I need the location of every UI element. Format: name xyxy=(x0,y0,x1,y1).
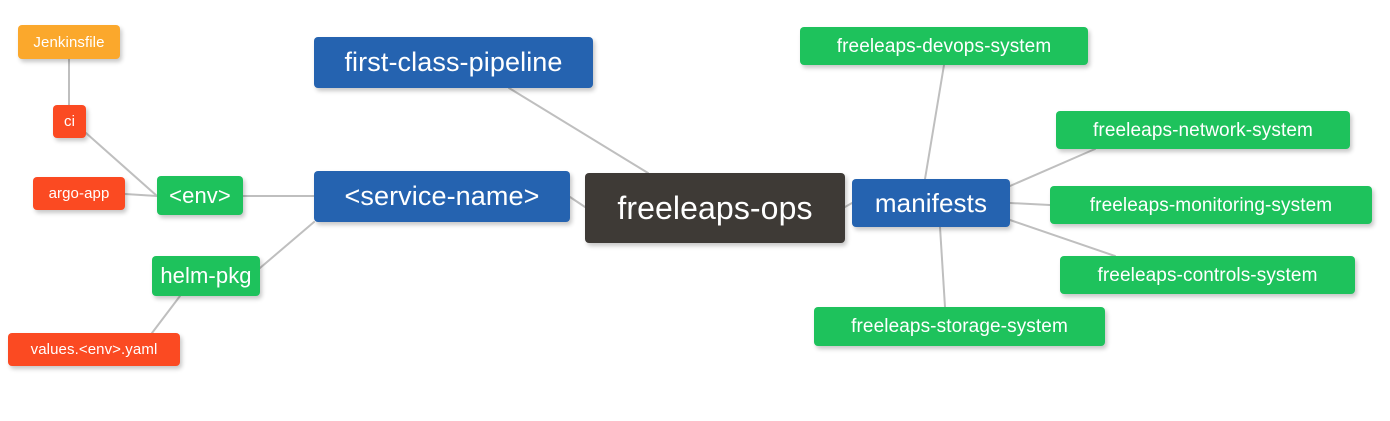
mindmap-node-label: ci xyxy=(63,113,76,130)
mindmap-node-service-name[interactable]: <service-name> xyxy=(314,171,570,222)
edge-manifests-to-freeleaps-monitoring-system xyxy=(1009,202,1051,206)
mindmap-node-freeleaps-network-system[interactable]: freeleaps-network-system xyxy=(1056,111,1350,149)
edge-helm-pkg-to-values-yaml xyxy=(151,295,181,334)
mindmap-node-argo-app[interactable]: argo-app xyxy=(33,177,125,210)
mindmap-node-freeleaps-ops[interactable]: freeleaps-ops xyxy=(585,173,845,243)
edge-argo-app-to-env xyxy=(124,193,158,197)
mindmap-node-jenkinsfile[interactable]: Jenkinsfile xyxy=(18,25,120,59)
mindmap-node-label: freeleaps-storage-system xyxy=(851,316,1068,337)
mindmap-node-label: freeleaps-devops-system xyxy=(836,35,1052,57)
mindmap-node-values-yaml[interactable]: values.<env>.yaml xyxy=(8,333,180,366)
mindmap-node-label: freeleaps-ops xyxy=(617,190,813,226)
mindmap-node-label: manifests xyxy=(874,188,988,218)
edge-ci-to-env xyxy=(85,132,158,197)
mindmap-node-helm-pkg[interactable]: helm-pkg xyxy=(152,256,260,296)
mindmap-node-label: values.<env>.yaml xyxy=(30,341,158,358)
mindmap-node-freeleaps-monitoring-system[interactable]: freeleaps-monitoring-system xyxy=(1050,186,1372,224)
mindmap-node-freeleaps-devops-system[interactable]: freeleaps-devops-system xyxy=(800,27,1088,65)
mindmap-node-label: <env> xyxy=(169,182,231,208)
mindmap-node-label: argo-app xyxy=(48,185,110,202)
mindmap-node-freeleaps-controls-system[interactable]: freeleaps-controls-system xyxy=(1060,256,1355,294)
edge-manifests-to-freeleaps-controls-system xyxy=(1009,219,1116,257)
mindmap-node-label: freeleaps-monitoring-system xyxy=(1089,194,1333,216)
mindmap-node-ci[interactable]: ci xyxy=(53,105,86,138)
mindmap-node-env[interactable]: <env> xyxy=(157,176,243,215)
edge-first-class-pipeline-to-freeleaps-ops xyxy=(508,87,649,174)
mindmap-node-label: first-class-pipeline xyxy=(344,47,563,77)
mindmap-node-label: freeleaps-network-system xyxy=(1093,119,1313,141)
edge-manifests-to-freeleaps-storage-system xyxy=(939,226,946,308)
mindmap-node-first-class-pipeline[interactable]: first-class-pipeline xyxy=(314,37,593,88)
edge-service-name-to-freeleaps-ops xyxy=(569,196,586,208)
mindmap-node-label: helm-pkg xyxy=(160,263,252,288)
edge-manifests-to-freeleaps-network-system xyxy=(1009,148,1096,187)
mindmap-node-label: <service-name> xyxy=(344,181,540,211)
edge-service-name-to-helm-pkg xyxy=(259,221,315,269)
edge-manifests-to-freeleaps-devops-system xyxy=(924,64,945,180)
mindmap-node-label: Jenkinsfile xyxy=(33,33,105,51)
mindmap-node-manifests[interactable]: manifests xyxy=(852,179,1010,227)
mindmap-node-label: freeleaps-controls-system xyxy=(1097,264,1318,286)
mindmap-node-freeleaps-storage-system[interactable]: freeleaps-storage-system xyxy=(814,307,1105,346)
edge-freeleaps-ops-to-manifests xyxy=(844,202,853,208)
